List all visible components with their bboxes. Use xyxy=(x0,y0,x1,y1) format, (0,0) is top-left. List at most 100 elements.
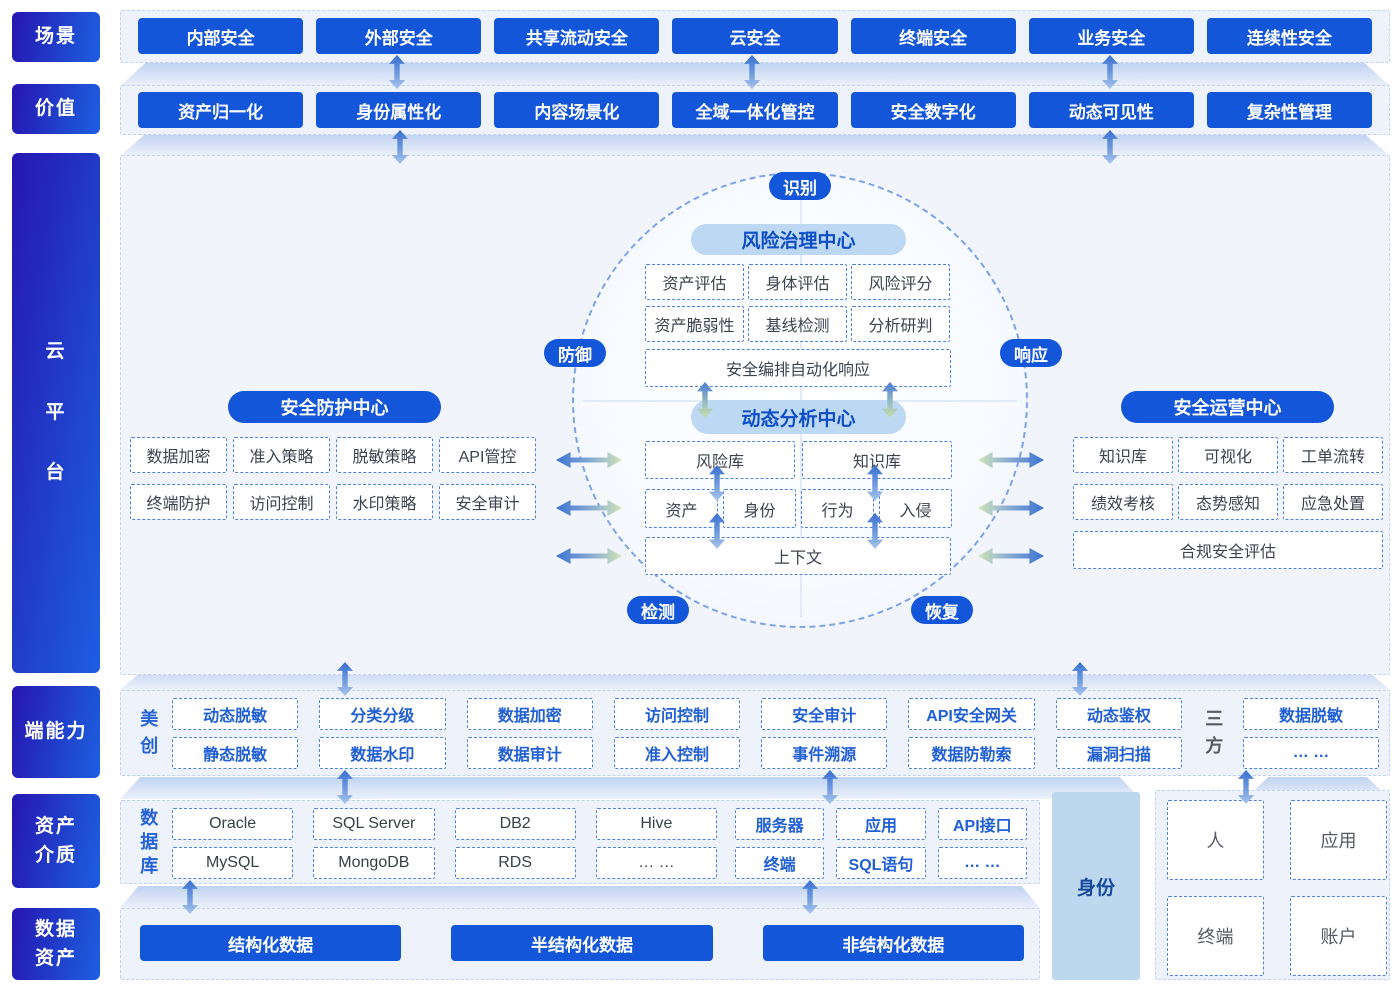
scene-items: 内部安全外部安全共享流动安全云安全终端安全业务安全连续性安全 xyxy=(138,18,1372,54)
value-item: 资产归一化 xyxy=(138,92,304,128)
protection-center-item: 水印策略 xyxy=(336,484,433,520)
endpoint-capability-item: 准入控制 xyxy=(613,737,741,769)
operation-center-item: 绩效考核 xyxy=(1073,484,1173,520)
it-asset-column: 应用 SQL语句 xyxy=(836,808,926,879)
context-box: 上下文 xyxy=(645,537,951,575)
double-arrow-vertical-icon xyxy=(389,55,405,89)
protection-center-item: 数据加密 xyxy=(130,437,227,473)
band-asset-data xyxy=(120,886,1040,908)
value-items: 资产归一化身份属性化内容场景化全域一体化管控安全数字化动态可见性复杂性管理 xyxy=(138,92,1372,128)
database-item: Oracle xyxy=(172,808,294,840)
scene-item: 共享流动安全 xyxy=(494,18,660,54)
it-asset-item: 终端 xyxy=(735,847,825,879)
operation-center-item: 知识库 xyxy=(1073,437,1173,473)
database-label: 数据库 xyxy=(140,807,159,877)
double-arrow-vertical-icon xyxy=(1072,662,1088,696)
protection-center-item: 安全审计 xyxy=(439,484,536,520)
vendor-label: 美创 xyxy=(140,709,159,756)
database-item: Hive xyxy=(595,808,717,840)
protection-center-item: 准入策略 xyxy=(233,437,330,473)
value-item: 身份属性化 xyxy=(316,92,482,128)
it-asset-column: 服务器 终端 xyxy=(735,808,825,879)
database-item: MySQL xyxy=(172,847,294,879)
endpoint-capability-item: 数据加密 xyxy=(466,698,593,730)
operation-center-item: 工单流转 xyxy=(1283,437,1383,473)
double-arrow-vertical-icon xyxy=(744,55,760,89)
side-label-value: 价值 xyxy=(12,84,100,134)
protection-center-item: 脱敏策略 xyxy=(336,437,433,473)
endpoint-capability-item: API安全网关 xyxy=(908,698,1035,730)
cycle-detect-pill: 检测 xyxy=(627,596,689,624)
risk-center-item: 基线检测 xyxy=(748,306,847,342)
data-asset-item: 非结构化数据 xyxy=(762,925,1024,961)
soar-box: 安全编排自动化响应 xyxy=(645,349,951,387)
analysis-dimension-item: 资产 xyxy=(645,489,718,528)
protection-center-item: 终端防护 xyxy=(130,484,227,520)
endpoint-capability-item: 数据审计 xyxy=(466,737,593,769)
side-label-scene: 场景 xyxy=(12,12,100,62)
it-asset-item: 服务器 xyxy=(735,808,825,840)
database-item: MongoDB xyxy=(313,847,435,879)
double-arrow-vertical-icon xyxy=(697,382,713,418)
endpoint-capability-item: 数据防勒索 xyxy=(908,737,1035,769)
database-column: Oracle MySQL xyxy=(172,808,294,879)
operation-center-item: 态势感知 xyxy=(1178,484,1278,520)
risk-center-items: 资产评估身体评估风险评分资产脆弱性基线检测分析研判 xyxy=(645,264,952,342)
analysis-center-title: 动态分析中心 xyxy=(691,400,906,434)
double-arrow-vertical-icon xyxy=(1102,130,1118,164)
endpoint-column: 分类分级 数据水印 xyxy=(319,698,446,769)
it-asset-item: 应用 xyxy=(836,808,926,840)
scene-item: 业务安全 xyxy=(1028,18,1194,54)
endpoint-capability-item: 分类分级 xyxy=(319,698,446,730)
double-arrow-vertical-icon xyxy=(822,770,838,804)
database-item: … … xyxy=(595,847,717,879)
identity-block: 身份 xyxy=(1052,792,1140,980)
compliance-assessment-box: 合规安全评估 xyxy=(1073,531,1383,569)
it-asset-item: API接口 xyxy=(937,808,1027,840)
database-item: SQL Server xyxy=(313,808,435,840)
protection-center-item: 访问控制 xyxy=(233,484,330,520)
cycle-recover-pill: 恢复 xyxy=(911,596,973,624)
it-asset-column: API接口 … … xyxy=(937,808,1027,879)
data-asset-item: 半结构化数据 xyxy=(451,925,713,961)
scene-item: 终端安全 xyxy=(850,18,1016,54)
band-endpoint-asset xyxy=(120,777,1140,799)
it-asset-item: SQL语句 xyxy=(836,847,926,879)
band-scene-value xyxy=(120,63,1390,86)
it-asset-columns: 服务器 终端 应用 SQL语句 API接口 … … xyxy=(735,808,1027,879)
endpoint-capability-item: 静态脱敏 xyxy=(172,737,299,769)
analysis-libraries: 风险库知识库 xyxy=(645,441,952,479)
operation-center-item: 可视化 xyxy=(1178,437,1278,473)
operation-center-item: 应急处置 xyxy=(1283,484,1383,520)
band-value-platform xyxy=(120,134,1390,156)
risk-center-item: 分析研判 xyxy=(851,306,950,342)
endpoint-column: 数据加密 数据审计 xyxy=(466,698,593,769)
value-item: 安全数字化 xyxy=(850,92,1016,128)
data-asset-item: 结构化数据 xyxy=(140,925,402,961)
operation-center-title: 安全运营中心 xyxy=(1121,391,1334,423)
value-item: 全域一体化管控 xyxy=(672,92,838,128)
database-item: RDS xyxy=(454,847,576,879)
side-label-data-asset: 数据 资产 xyxy=(12,908,100,980)
endpoint-capability-item: 数据水印 xyxy=(319,737,446,769)
double-arrow-vertical-icon xyxy=(337,662,353,696)
third-party-label: 三方 xyxy=(1205,709,1224,756)
value-item: 复杂性管理 xyxy=(1206,92,1372,128)
endpoint-columns: 动态脱敏 静态脱敏 分类分级 数据水印 数据加密 数据审计 访问控制 准入控制 … xyxy=(172,698,1182,769)
double-arrow-vertical-icon xyxy=(867,513,883,549)
endpoint-capability-item: 动态脱敏 xyxy=(172,698,299,730)
double-arrow-vertical-icon xyxy=(182,880,198,914)
value-item: 内容场景化 xyxy=(494,92,660,128)
double-arrow-vertical-icon xyxy=(802,880,818,914)
cycle-defend-pill: 防御 xyxy=(544,339,606,367)
identity-item: 应用 xyxy=(1290,800,1387,880)
identity-item: 人 xyxy=(1167,800,1264,880)
endpoint-column: 安全审计 事件溯源 xyxy=(761,698,888,769)
identity-item: 终端 xyxy=(1167,896,1264,976)
endpoint-capability-item: … … xyxy=(1243,737,1379,769)
endpoint-column: 动态鉴权 漏洞扫描 xyxy=(1055,698,1182,769)
risk-center-item: 资产评估 xyxy=(645,264,744,300)
analysis-dimension-item: 行为 xyxy=(801,489,874,528)
side-label-endpoint-capability: 端能力 xyxy=(12,686,100,778)
